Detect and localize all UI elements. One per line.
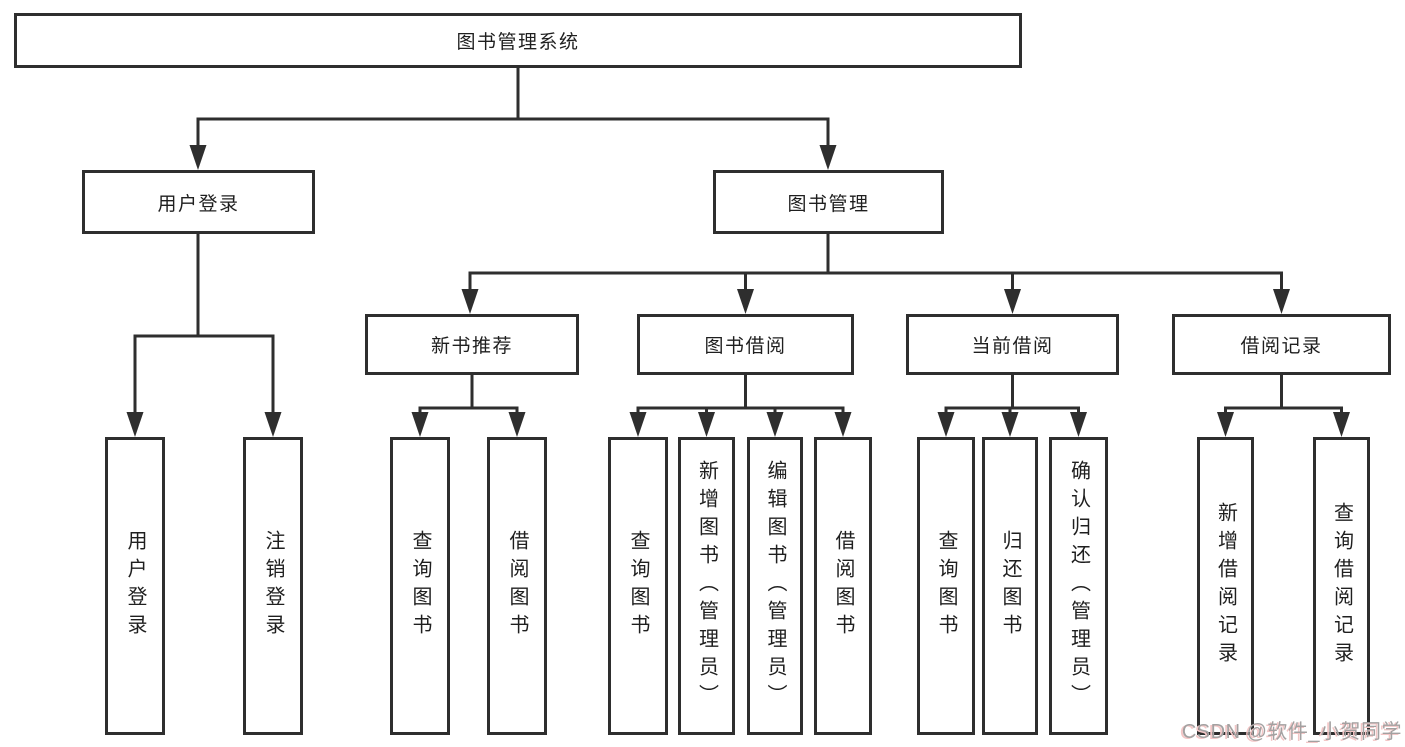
- node-new-book-recommend-label: 新书推荐: [430, 336, 513, 357]
- node-borrowing-records: 借阅记录: [1172, 314, 1391, 375]
- node-book-management: 图书管理: [713, 170, 944, 234]
- leaf-add-borrow-record-label: 新增借阅记录: [1214, 502, 1237, 670]
- node-book-borrowing-label: 图书借阅: [704, 336, 787, 357]
- leaf-logout: 注销登录: [243, 437, 303, 735]
- leaf-recommend-borrow-books: 借阅图书: [487, 437, 547, 735]
- edge-mgmt-to-level3: [468, 234, 1283, 292]
- leaf-logout-label: 注销登录: [262, 530, 284, 642]
- leaf-query-borrow-record-label: 查询借阅记录: [1330, 502, 1353, 670]
- leaf-recommend-query-books: 查询图书: [390, 437, 450, 735]
- edge-current-to-leaves: [944, 375, 1080, 414]
- csdn-watermark: CSDN @软件_小贺同学: [1181, 721, 1402, 743]
- leaf-borrowing-borrow-books-label: 借阅图书: [832, 530, 854, 642]
- node-root-system: 图书管理系统: [14, 13, 1022, 68]
- leaf-add-books-admin-label: 新增图书（管理员）: [695, 460, 718, 712]
- leaf-user-login-label: 用户登录: [124, 530, 146, 642]
- node-current-borrowing: 当前借阅: [906, 314, 1119, 375]
- edge-login-to-leaves: [133, 234, 275, 414]
- leaf-recommend-borrow-books-label: 借阅图书: [506, 530, 528, 642]
- node-new-book-recommend: 新书推荐: [365, 314, 579, 375]
- node-user-login-label: 用户登录: [157, 193, 240, 215]
- leaf-return-books: 归还图书: [982, 437, 1038, 735]
- node-book-management-label: 图书管理: [787, 193, 870, 215]
- leaf-current-query-books-label: 查询图书: [935, 530, 957, 642]
- node-book-borrowing: 图书借阅: [637, 314, 854, 375]
- leaf-borrowing-borrow-books: 借阅图书: [814, 437, 872, 735]
- arrowheads: [126, 145, 1350, 437]
- leaf-edit-books-admin: 编辑图书（管理员）: [747, 437, 803, 735]
- leaf-confirm-return-admin: 确认归还（管理员）: [1049, 437, 1108, 735]
- leaf-return-books-label: 归还图书: [999, 530, 1021, 642]
- edge-borrow-to-leaves: [636, 375, 845, 414]
- leaf-confirm-return-admin-label: 确认归还（管理员）: [1067, 460, 1090, 712]
- leaf-edit-books-admin-label: 编辑图书（管理员）: [764, 460, 786, 712]
- edge-root-to-level2: [196, 68, 830, 148]
- leaf-current-query-books: 查询图书: [917, 437, 975, 735]
- edge-recommend-to-leaves: [418, 375, 519, 414]
- node-current-borrowing-label: 当前借阅: [971, 336, 1054, 357]
- leaf-add-borrow-record: 新增借阅记录: [1197, 437, 1254, 735]
- leaf-recommend-query-books-label: 查询图书: [409, 530, 431, 642]
- leaf-query-borrow-record: 查询借阅记录: [1313, 437, 1370, 735]
- node-root-system-label: 图书管理系统: [456, 32, 580, 53]
- edge-records-to-leaves: [1224, 375, 1343, 414]
- leaf-borrowing-query-books-label: 查询图书: [627, 530, 649, 642]
- leaf-borrowing-query-books: 查询图书: [608, 437, 668, 735]
- node-borrowing-records-label: 借阅记录: [1240, 336, 1323, 357]
- leaf-add-books-admin: 新增图书（管理员）: [678, 437, 735, 735]
- leaf-user-login: 用户登录: [105, 437, 165, 735]
- node-user-login: 用户登录: [82, 170, 315, 234]
